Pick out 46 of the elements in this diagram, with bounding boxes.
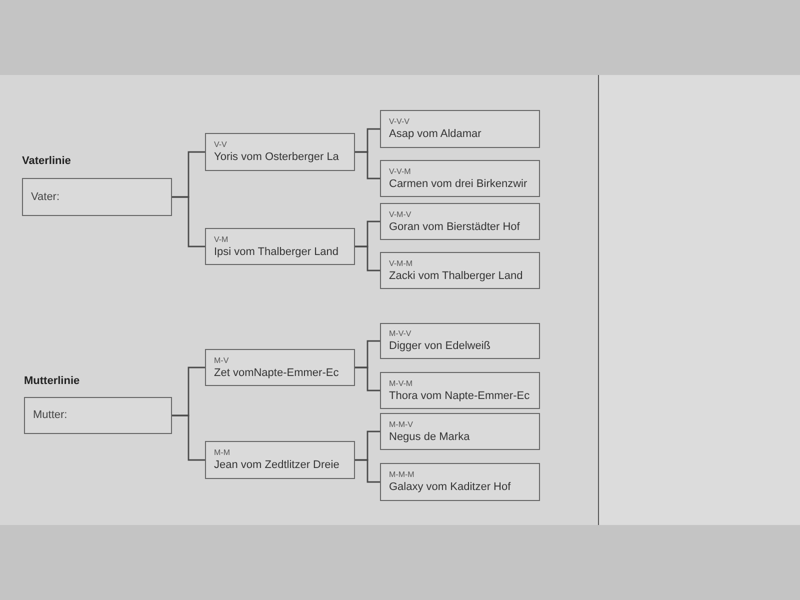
name-field xyxy=(380,372,540,409)
bracket-connector xyxy=(355,246,380,272)
pedigree-code: M-V xyxy=(214,356,229,366)
input-field: Vater: xyxy=(22,178,172,216)
pedigree-code: V-M-M xyxy=(389,258,413,268)
name-field xyxy=(205,228,355,265)
bracket-connector xyxy=(355,151,380,180)
pedigree-code: V-M-V xyxy=(389,210,412,220)
input-field: Mutter: xyxy=(24,397,172,434)
bracket-connector xyxy=(172,414,205,461)
dog-name: Thora vom Napte-Emmer-Ec xyxy=(389,388,530,402)
pedigree-code: M-M xyxy=(214,448,230,458)
dog-name: Zacki vom Thalberger Land xyxy=(389,268,523,282)
name-field xyxy=(380,463,540,501)
pedigree-code: V-V-M xyxy=(389,166,411,176)
dog-name: Yoris vom Osterberger La xyxy=(214,150,339,164)
name-field xyxy=(380,160,540,197)
section-heading: Vaterlinie xyxy=(22,154,71,169)
name-field xyxy=(380,413,540,450)
dog-name: Jean vom Zedtlitzer Dreie xyxy=(214,458,340,472)
name-field xyxy=(380,323,540,359)
name-field xyxy=(205,441,355,479)
name-field xyxy=(380,110,540,148)
dog-name: Zet vomNapte-Emmer-Ec xyxy=(214,366,339,380)
pedigree-code: M-V-M xyxy=(389,378,413,388)
section-heading: Mutterlinie xyxy=(24,374,80,389)
dog-name: Negus de Marka xyxy=(389,430,470,444)
dog-name: Digger von Edelweiß xyxy=(389,339,490,353)
dog-name: Asap vom Aldamar xyxy=(389,127,482,141)
bracket-connector xyxy=(355,459,380,483)
pedigree-code: V-V xyxy=(214,140,227,150)
name-field xyxy=(380,203,540,240)
name-field xyxy=(205,349,355,386)
pedigree-code: M-M-M xyxy=(389,470,414,480)
dog-name: Carmen vom drei Birkenzwir xyxy=(389,176,528,190)
dog-name: Goran vom Bierstädter Hof xyxy=(389,220,520,234)
dog-name: Galaxy vom Kaditzer Hof xyxy=(389,480,511,494)
dog-name: Ipsi vom Thalberger Land xyxy=(214,244,339,258)
pedigree-code: V-V-V xyxy=(389,117,410,127)
pedigree-code: V-M xyxy=(214,234,228,244)
name-field xyxy=(205,133,355,171)
bracket-connector xyxy=(355,366,380,392)
pedigree-code: M-M-V xyxy=(389,420,413,430)
name-field xyxy=(380,252,540,289)
pedigree-code: M-V-V xyxy=(389,329,412,339)
bracket-connector xyxy=(172,196,205,248)
